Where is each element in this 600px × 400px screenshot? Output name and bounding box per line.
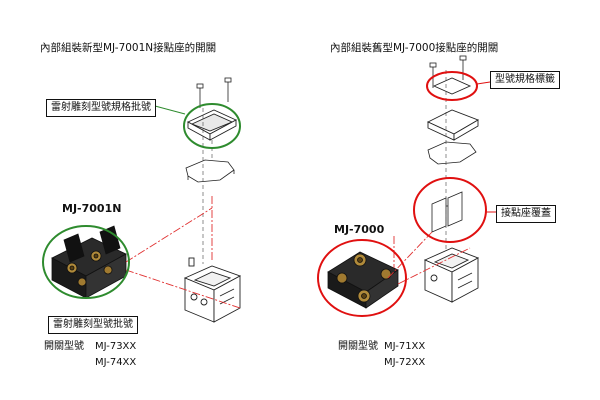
- left-switch-model-label: 開關型號: [44, 341, 84, 352]
- right-housing: [423, 247, 480, 303]
- left-model-label: MJ-7001N: [62, 202, 122, 215]
- left-housing: [183, 257, 242, 323]
- left-gasket: [185, 159, 235, 183]
- left-switch-model-2: MJ-74XX: [95, 357, 137, 368]
- right-gasket: [427, 141, 477, 165]
- right-red-circle-block: [317, 239, 407, 317]
- right-switch-model-label: 開關型號: [338, 341, 378, 352]
- left-switch-model-1: MJ-73XX: [95, 341, 137, 352]
- left-panel-title: 內部組裝新型MJ-7001N接點座的開關: [40, 42, 217, 54]
- right-cover: [431, 191, 463, 233]
- left-green-circle-block: [42, 225, 130, 299]
- left-dashed-center: [202, 108, 213, 264]
- right-contact-block: [327, 251, 399, 309]
- left-callout-engraving: 雷射雕刻型號批號: [48, 316, 138, 334]
- right-switch-model-2: MJ-72XX: [384, 357, 426, 368]
- left-contact-block: [51, 225, 127, 299]
- left-label-plate: [186, 109, 238, 141]
- right-callout-label-sticker: 型號規格標籤: [490, 71, 560, 89]
- left-leader-lines: [125, 196, 241, 309]
- left-screws: [196, 77, 232, 108]
- right-label-sticker: [432, 77, 472, 95]
- left-callout-label-plate: 雷射雕刻型號規格批號: [46, 99, 156, 117]
- right-red-circle-cover: [413, 177, 487, 243]
- right-plate: [426, 109, 480, 141]
- right-panel-title: 內部組裝舊型MJ-7000接點座的開關: [330, 42, 499, 54]
- right-callout-cover: 接點座覆蓋: [496, 205, 556, 223]
- right-switch-model-1: MJ-71XX: [384, 341, 426, 352]
- left-green-circle-plate: [183, 103, 241, 149]
- right-model-label: MJ-7000: [334, 223, 385, 236]
- right-red-circle-sticker: [426, 71, 478, 101]
